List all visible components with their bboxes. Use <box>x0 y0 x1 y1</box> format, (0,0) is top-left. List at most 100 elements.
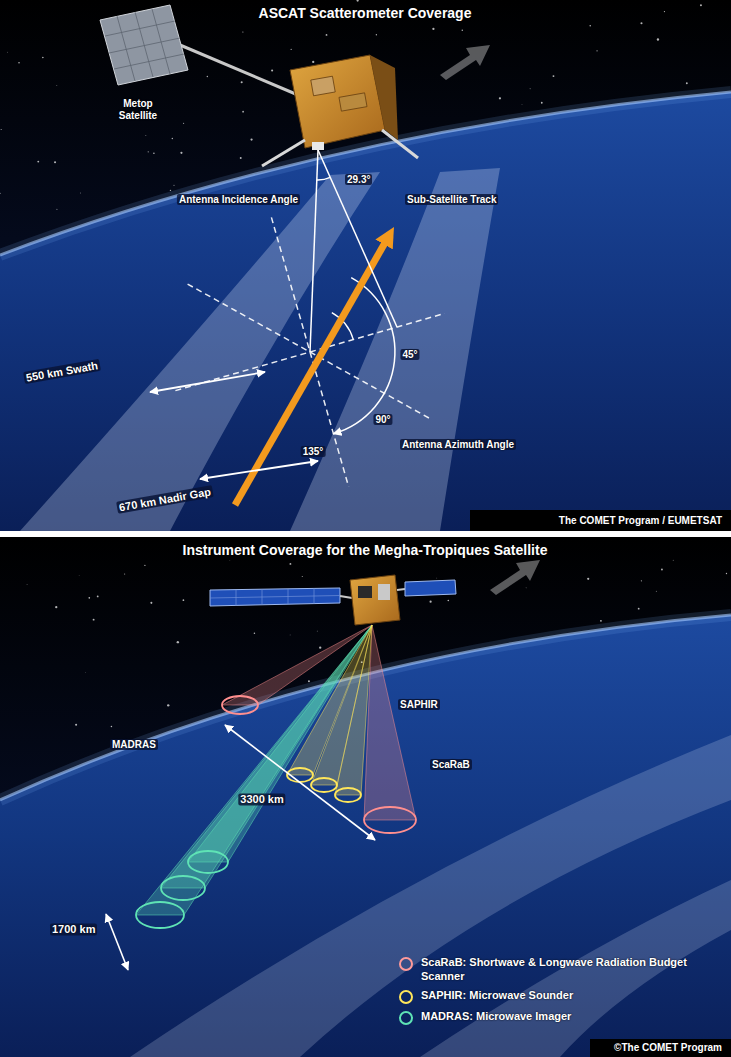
star <box>145 135 147 137</box>
angle-name-holder: Antenna Azimuth Angle <box>400 439 516 451</box>
star <box>638 608 640 610</box>
legend-ring <box>398 1010 414 1026</box>
angle-label: 90° <box>373 414 392 425</box>
scarab-beam <box>364 625 416 820</box>
incidence-arc <box>317 177 330 180</box>
star <box>1 129 2 130</box>
credit-bar <box>470 510 731 531</box>
star <box>144 565 145 566</box>
credit: ©The COMET Program <box>614 1042 722 1053</box>
star <box>686 82 688 84</box>
angle-label-holder: 135° <box>301 446 326 458</box>
star <box>432 28 434 30</box>
legend-row: ScaRaB: Shortwave & Longwave Radiation B… <box>398 956 718 984</box>
star <box>254 633 255 634</box>
star <box>525 587 527 589</box>
legend-ring-outline <box>400 991 412 1003</box>
legend-row: SAPHIR: Microwave Sounder <box>398 989 718 1005</box>
star <box>326 34 328 36</box>
credit-holder: ©The COMET Program <box>614 1042 722 1054</box>
instrument-label-holder: MADRAS <box>110 739 158 751</box>
panel-arm <box>397 589 405 590</box>
instrument-label: ScaRaB <box>430 759 472 770</box>
star <box>183 123 184 124</box>
instrument-beams <box>136 625 416 928</box>
credit-bar <box>590 1039 731 1057</box>
star <box>600 620 602 622</box>
satellite-side <box>370 55 398 140</box>
star <box>26 584 28 586</box>
star <box>0 193 1 194</box>
star <box>207 76 208 77</box>
instrument <box>378 584 390 600</box>
satellite-label-holder: Metop Satellite <box>110 98 166 122</box>
dimension-label-holder: 670 km Nadir Gap <box>116 485 214 515</box>
star <box>242 111 244 113</box>
star <box>521 104 523 106</box>
panel-grid <box>105 9 184 81</box>
star <box>56 208 58 210</box>
angle-name: Antenna Azimuth Angle <box>400 439 516 450</box>
star <box>700 4 702 6</box>
star <box>289 563 291 565</box>
star <box>302 576 303 577</box>
star <box>672 559 674 561</box>
space-background <box>0 0 731 531</box>
solar-panel <box>405 580 456 596</box>
star <box>111 726 113 728</box>
dimension-label-holder: 3300 km <box>238 793 285 806</box>
star <box>552 75 554 77</box>
star <box>148 151 149 152</box>
star <box>641 580 642 581</box>
footprint <box>364 807 416 833</box>
star <box>655 590 657 592</box>
angle-label-holder: 29.3° <box>345 174 372 186</box>
angle-label-holder: 45° <box>400 349 419 361</box>
star <box>587 578 589 580</box>
star <box>56 84 58 86</box>
star <box>657 38 659 40</box>
metop-satellite <box>100 5 418 166</box>
legend-ring-outline <box>400 958 412 970</box>
instrument <box>358 586 372 598</box>
scarab-dimension <box>225 725 375 840</box>
nadir-gap-dimension <box>200 461 318 479</box>
legend-ring-outline <box>400 1012 412 1024</box>
star <box>589 25 591 27</box>
panel-title-holder: ASCAT Scatterometer Coverage <box>259 5 472 22</box>
legend-text: MADRAS: Microwave Imager <box>421 1010 571 1024</box>
solar-panel <box>100 5 188 85</box>
incidence-line <box>318 150 397 327</box>
star <box>640 22 642 24</box>
legend-ring <box>398 989 414 1005</box>
star <box>376 34 377 35</box>
star <box>290 49 291 50</box>
motion-arrow <box>440 45 490 80</box>
panel-title-holder: Instrument Coverage for the Megha-Tropiq… <box>183 542 548 559</box>
star <box>726 573 727 574</box>
footprint <box>335 788 361 802</box>
dimension-label: 550 km Swath <box>23 359 101 384</box>
star <box>124 574 125 575</box>
star <box>37 161 39 163</box>
star <box>153 152 155 154</box>
satellite-label: Metop Satellite <box>119 98 157 121</box>
dimension-label-holder: 1700 km <box>50 923 97 936</box>
star <box>664 11 665 12</box>
star <box>174 185 175 186</box>
star <box>447 600 449 602</box>
space-background <box>0 537 731 1057</box>
star <box>75 724 77 726</box>
footprint <box>161 876 205 900</box>
legend: ScaRaB: Shortwave & Longwave Radiation B… <box>398 956 718 1026</box>
dimension-label: 3300 km <box>238 793 285 805</box>
saphir-beam <box>335 625 372 795</box>
star <box>357 0 359 2</box>
star <box>312 61 314 63</box>
star <box>241 81 243 83</box>
star <box>319 647 321 649</box>
star <box>167 704 169 706</box>
instrument-label: MADRAS <box>110 739 158 750</box>
footprint <box>136 902 184 928</box>
footprint <box>188 851 228 873</box>
